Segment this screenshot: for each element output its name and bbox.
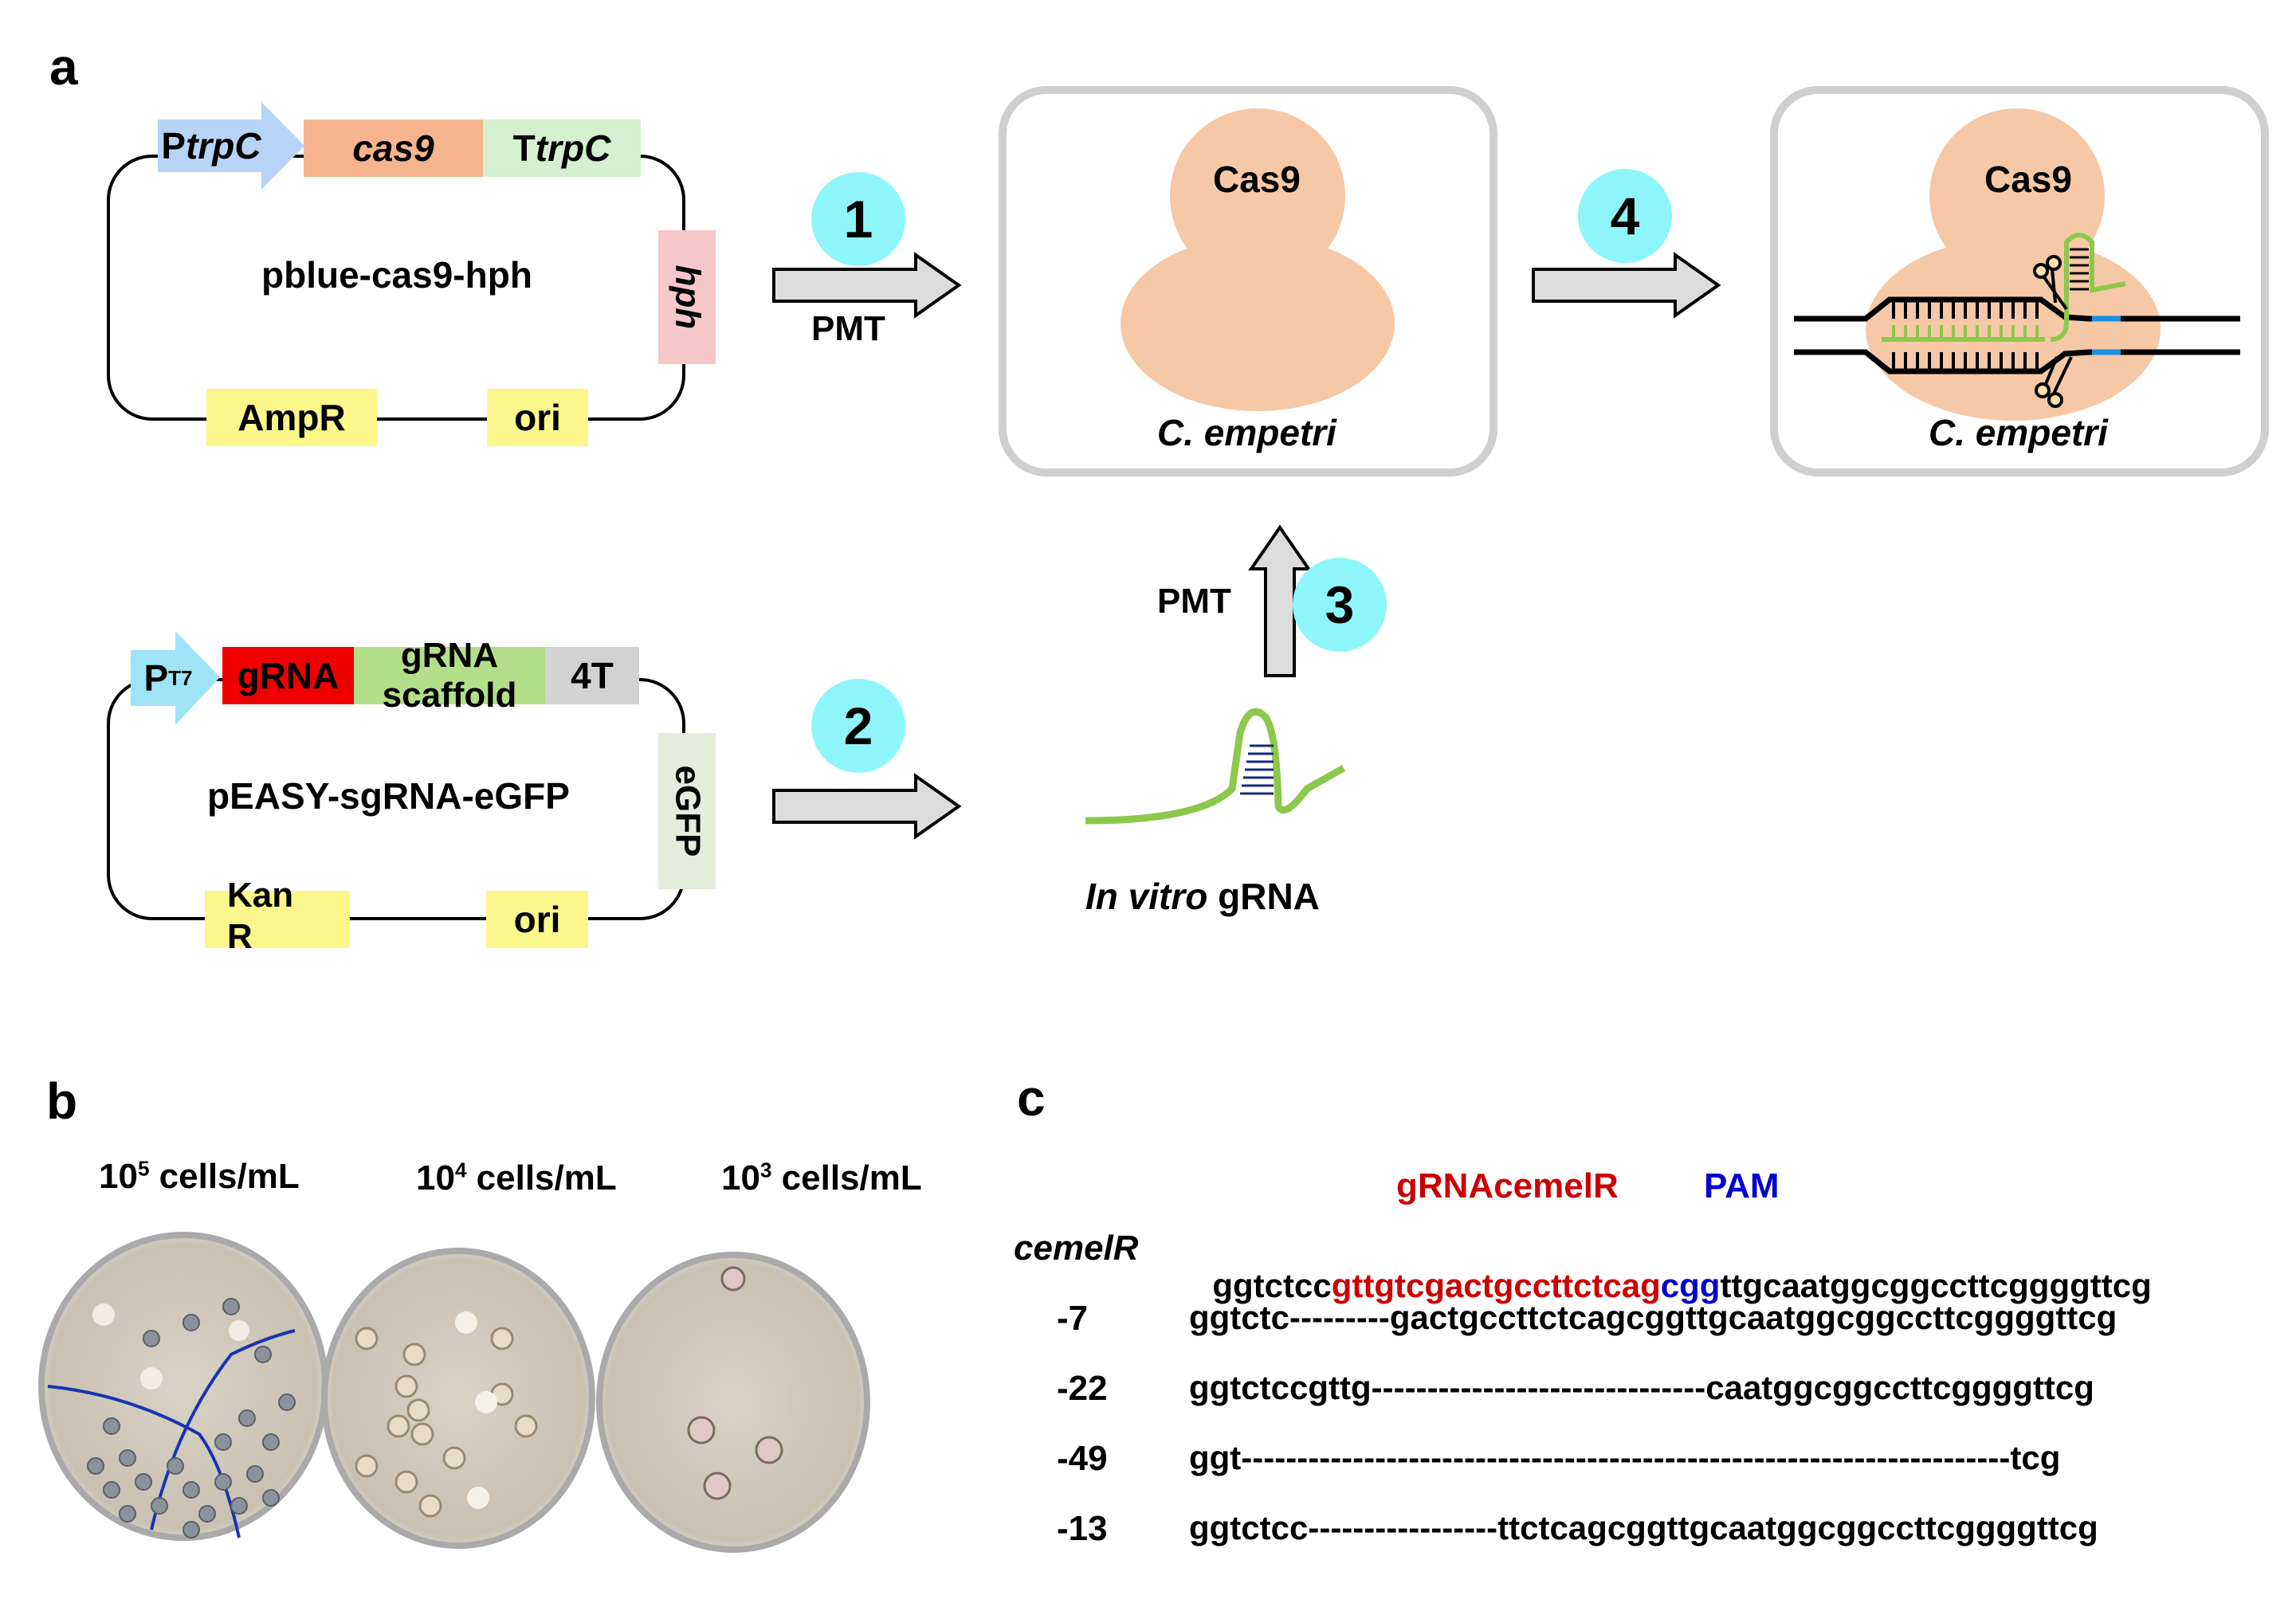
plate-label-1e5: 105 cells/mL	[99, 1156, 300, 1196]
hph-selection-box: hph	[658, 230, 716, 364]
dna-rungs	[1892, 301, 2039, 370]
ref-pam: cgg	[1660, 1267, 1721, 1304]
cas9-label-1: Cas9	[1213, 159, 1301, 200]
petri-plates-photo	[38, 1232, 870, 1553]
ampr-marker-box: AmpR	[206, 389, 377, 446]
pam-header-label: PAM	[1704, 1166, 1780, 1205]
grna-scaffold-box: gRNA scaffold	[354, 636, 545, 715]
mutant-sequence: ggtctc---------gactgccttctcagcggttgcaatg…	[1189, 1299, 2117, 1336]
grna-box: gRNA	[222, 647, 354, 704]
panel-b-label: b	[46, 1072, 78, 1130]
pt7-promoter-arrow	[131, 631, 220, 725]
panel-a-label: a	[49, 38, 78, 96]
cas9-label-2: Cas9	[1984, 159, 2072, 200]
step-4-badge: 4	[1578, 169, 1672, 263]
ori-box-1: ori	[487, 389, 588, 446]
dna-top-strand	[1794, 296, 2240, 322]
dna-bottom-strand	[1794, 349, 2240, 374]
ptrpc-promoter-arrow	[158, 102, 304, 190]
petri-plate-1e5	[38, 1232, 328, 1541]
reference-name: cemelR	[1014, 1229, 1139, 1268]
step-3-method-label: PMT	[1157, 582, 1231, 621]
guide-rna-strand	[1882, 233, 2126, 342]
reference-sequence: ggtctccgttgtcgactgccttctcagcggttgcaatggc…	[1194, 1229, 2152, 1305]
petri-plate-1e4	[321, 1248, 595, 1549]
step-2-badge: 2	[811, 679, 905, 773]
step-3-badge: 3	[1293, 558, 1387, 652]
plate-label-1e3: 103 cells/mL	[721, 1158, 922, 1197]
plate-label-1e4: 104 cells/mL	[416, 1158, 617, 1197]
petri-plate-1e3	[596, 1252, 870, 1553]
in-vitro-grna-label: In vitro gRNA	[1085, 876, 1320, 917]
mutant-label: -7	[1057, 1299, 1089, 1338]
step-1-badge: 1	[811, 172, 905, 266]
4t-terminator-box: 4T	[545, 647, 639, 704]
kanr-label: Kan R	[227, 876, 294, 956]
mutant-sequence: ggt-------------------------------------…	[1189, 1439, 2061, 1476]
organism-label-1: C. empetri	[1157, 412, 1336, 453]
ori-box-2: ori	[486, 891, 588, 948]
cas9-dna-complex	[1794, 108, 2240, 421]
panel-c-label: c	[1017, 1069, 1046, 1127]
ref-suffix: ttgcaatggcggccttcggggttcg	[1720, 1267, 2152, 1304]
mutant-sequence: ggtctccgttg-----------------------------…	[1189, 1369, 2094, 1406]
egfp-reporter-box: eGFP	[658, 733, 716, 889]
scissors-icon-bottom	[2035, 356, 2073, 408]
ref-guide: gttgtcgactgccttctcag	[1331, 1267, 1661, 1304]
mutant-sequence: ggtctcc-----------------ttctcagcggttgcaa…	[1189, 1509, 2098, 1546]
mutant-label: -49	[1057, 1439, 1108, 1478]
mutant-label: -13	[1057, 1509, 1108, 1548]
organism-label-2: C. empetri	[1929, 412, 2108, 453]
arrow-step-1	[772, 252, 962, 319]
grna-header-label: gRNAcemelR	[1396, 1166, 1619, 1205]
arrow-step-2	[772, 773, 962, 840]
ref-prefix: ggtctcc	[1212, 1267, 1332, 1304]
step-1-method-label: PMT	[811, 309, 885, 348]
in-vitro-grna-hairpin	[1085, 708, 1346, 825]
plasmid2-name: pEASY-sgRNA-eGFP	[207, 775, 570, 817]
cas9-protein-shape-1	[1121, 108, 1395, 411]
kanr-marker-box	[205, 891, 350, 948]
arrow-step-4	[1532, 252, 1721, 319]
mutant-label: -22	[1057, 1369, 1108, 1408]
arrow-step-3	[1248, 524, 1312, 677]
cas9-gene-box: cas9	[304, 120, 483, 177]
scissors-icon-top	[2033, 255, 2068, 311]
plasmid1-name: pblue-cas9-hph	[261, 254, 532, 296]
